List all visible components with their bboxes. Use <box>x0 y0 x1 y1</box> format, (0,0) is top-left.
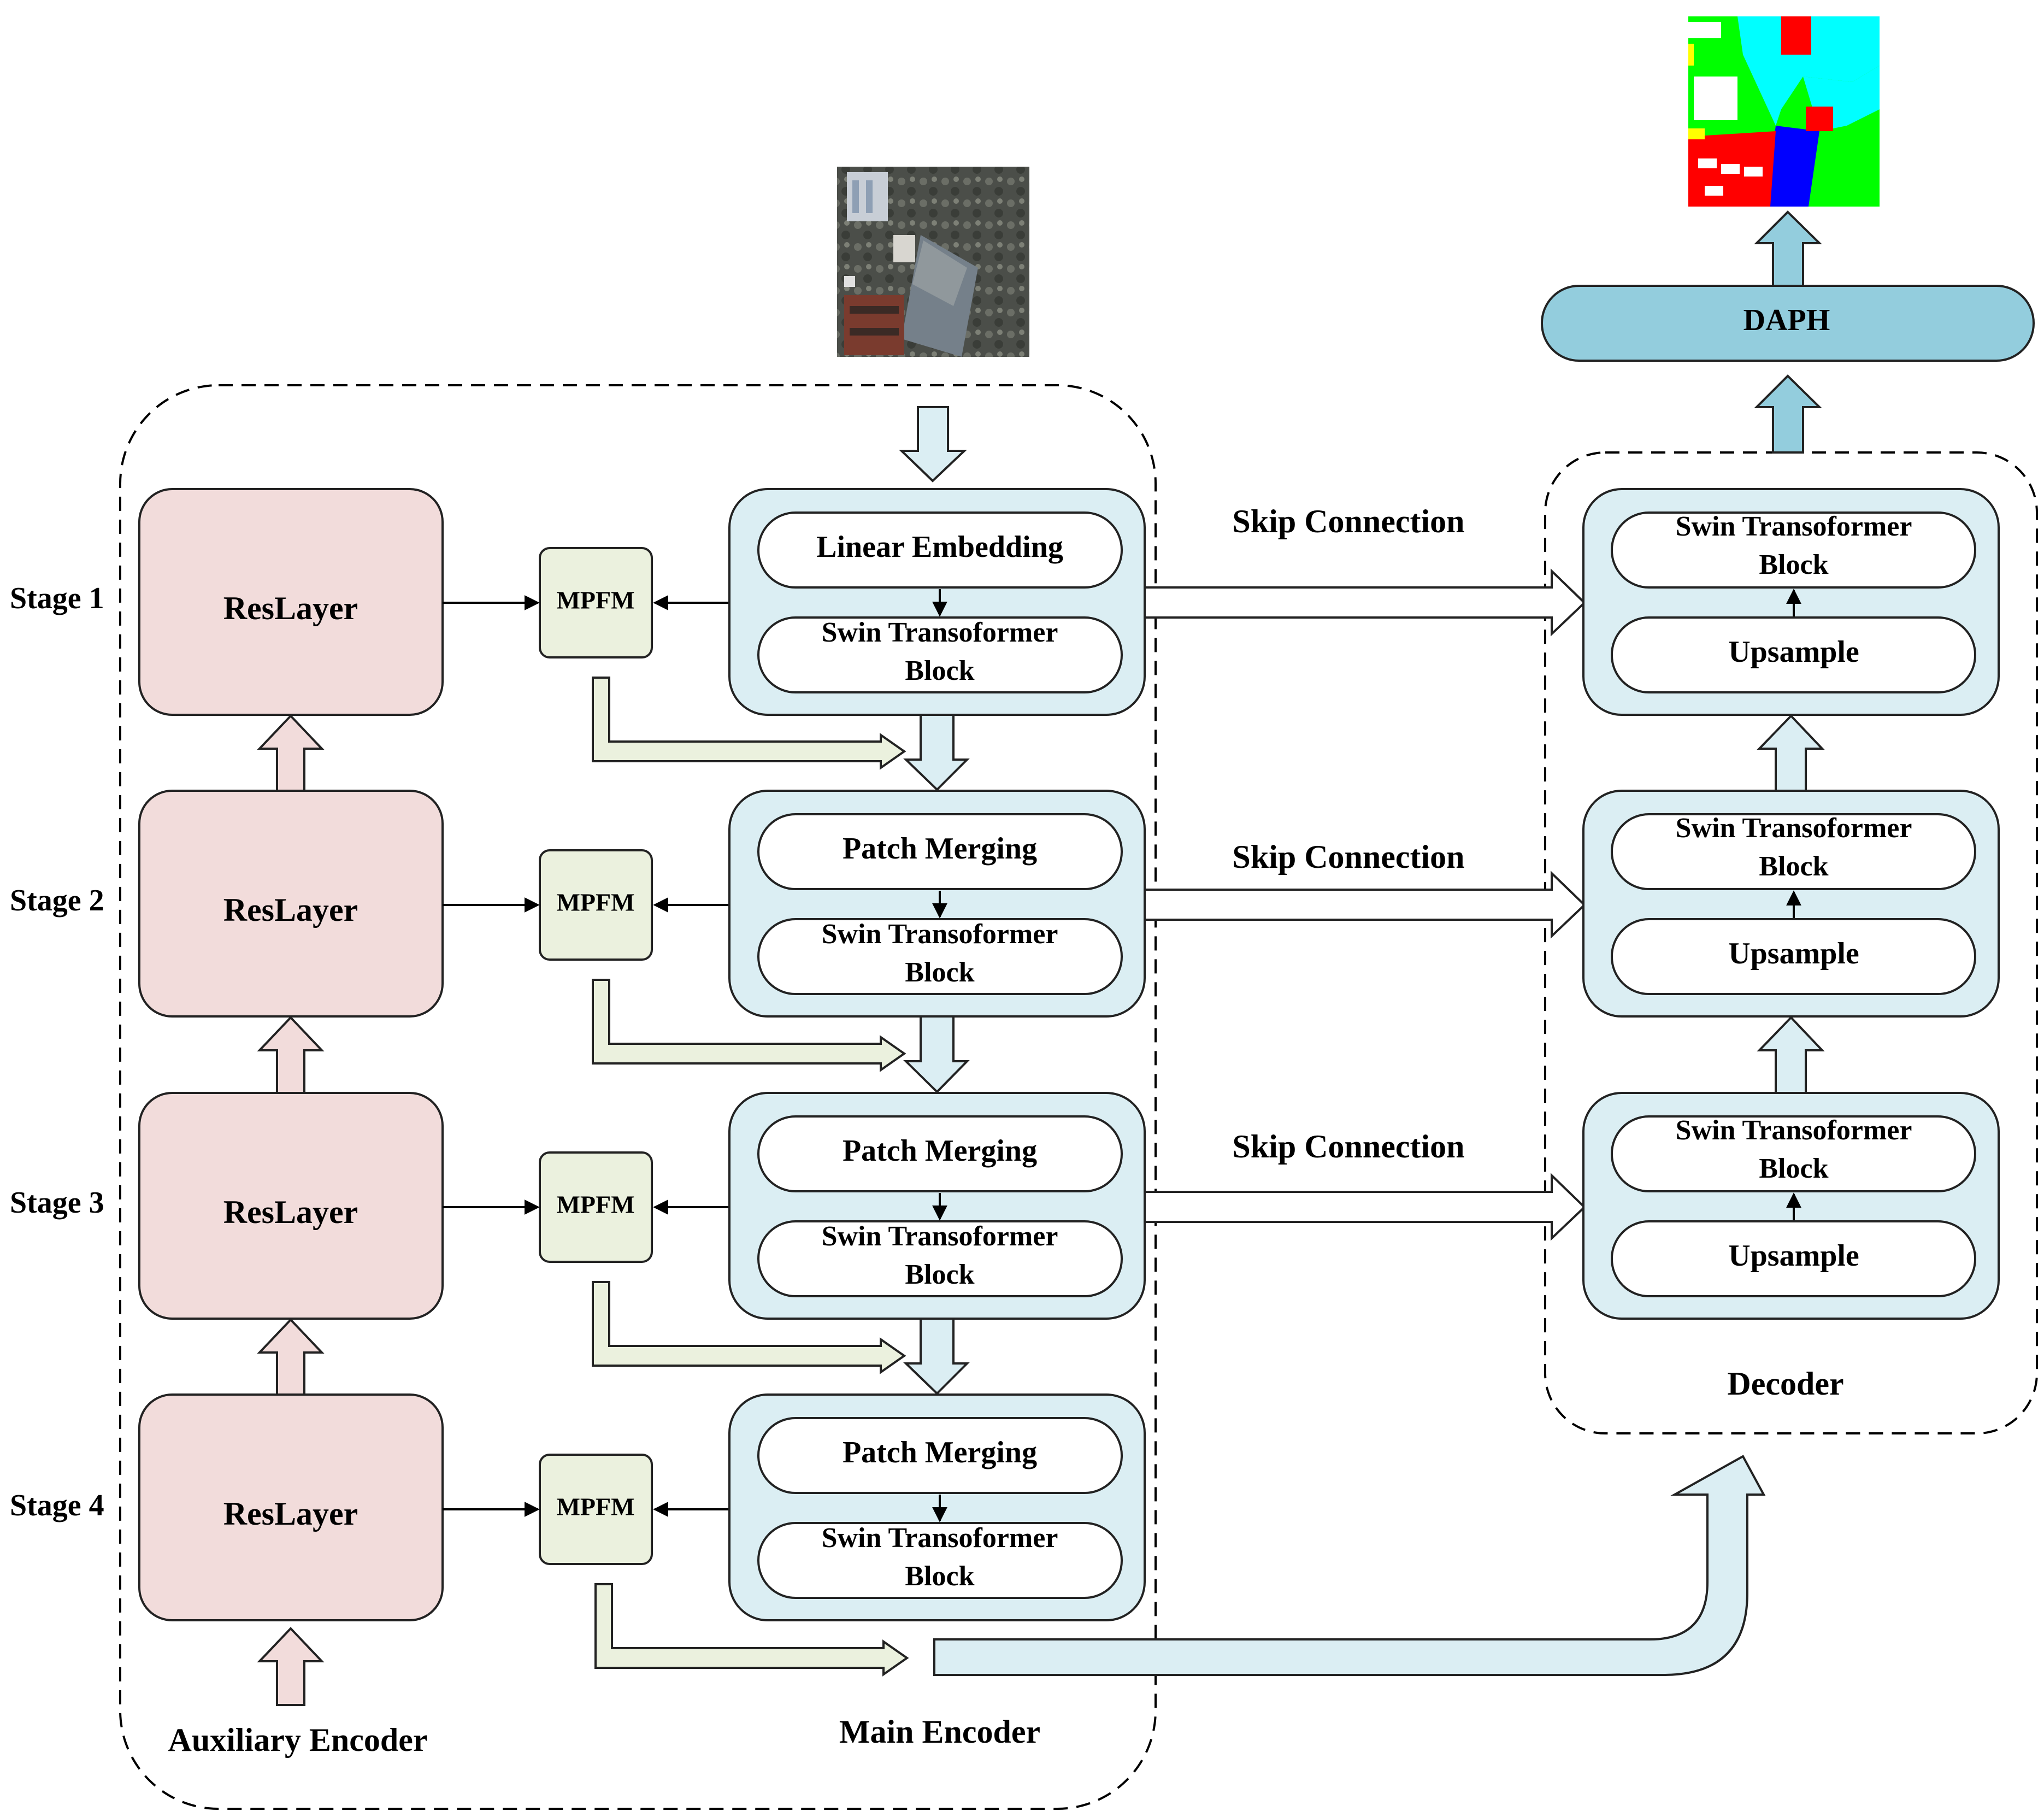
main-encoder: Linear Embedding Swin Transoformer Block… <box>728 406 1146 1750</box>
mpfm-label: MPFM <box>556 1493 634 1521</box>
encoder-down-arrow-1-2 <box>903 714 970 791</box>
main-encoder-container <box>119 384 1157 1810</box>
upsample-label: Upsample <box>1728 1239 1859 1273</box>
mpfm-arrow-3 <box>592 1281 906 1374</box>
mpfm-label: MPFM <box>556 889 634 916</box>
stage-1-label: Stage 1 <box>10 581 104 615</box>
skip-connection-arrow-3 <box>1144 1173 1586 1241</box>
mpfm-block-3: MPFM <box>539 1151 653 1263</box>
decoder-to-daph-arrow <box>1754 374 1822 454</box>
swin-block-label-line2: Block <box>905 957 974 988</box>
skip-connection-label-1: Skip Connection <box>1232 503 1464 539</box>
bottleneck-arrow <box>933 1455 1766 1676</box>
reslayer-label: ResLayer <box>223 590 358 626</box>
swin-encoder-block-2: Patch Merging Swin Transoformer Block <box>728 790 1146 1018</box>
stage-labels: Stage 1 Stage 2 Stage 3 Stage 4 <box>10 581 104 1522</box>
aux-up-arrow-3-to-2 <box>257 1016 325 1094</box>
swin-block-label-line1: Swin Transoformer <box>822 919 1058 950</box>
swin-decoder-block-3: Swin Transoformer Block Upsample <box>1582 1092 2000 1320</box>
mpfm-arrow-2 <box>592 979 906 1072</box>
swin-block-label-line2: Block <box>1759 1153 1828 1184</box>
mpfm-label: MPFM <box>556 586 634 614</box>
swin-encoder-block-1: Linear Embedding Swin Transoformer Block <box>728 488 1146 716</box>
daph-label: DAPH <box>1743 303 1830 337</box>
swin-block-label-line2: Block <box>905 1561 974 1592</box>
mpfm-block-4: MPFM <box>539 1454 653 1565</box>
skip-connections: Skip Connection Skip Connection Skip Con… <box>1144 503 1586 1241</box>
swin-decoder-block-1: Swin Transoformer Block Upsample <box>1582 488 2000 716</box>
swin-block-label-line2: Block <box>1759 549 1828 580</box>
reslayer-label: ResLayer <box>223 1496 358 1532</box>
skip-connection-label-3: Skip Connection <box>1232 1128 1464 1165</box>
skip-connection-arrow-2 <box>1144 871 1586 939</box>
swin-block-label-line1: Swin Transoformer <box>822 617 1058 648</box>
mpfm-arrow-4 <box>594 1583 909 1677</box>
patch-merging-label: Patch Merging <box>843 1436 1037 1469</box>
segmentation-output-image <box>1688 16 1880 207</box>
daph-head: DAPH <box>1541 210 2035 454</box>
swin-block-label-line2: Block <box>905 655 974 686</box>
swin-block-label-line1: Swin Transoformer <box>822 1522 1058 1554</box>
reslayer-label: ResLayer <box>223 1194 358 1230</box>
swin-block-label-line1: Swin Transoformer <box>822 1221 1058 1252</box>
main-encoder-title: Main Encoder <box>839 1714 1040 1750</box>
upsample-label: Upsample <box>1728 635 1859 669</box>
patch-merging-label: Patch Merging <box>843 1134 1037 1168</box>
daph-to-output-arrow <box>1754 210 1822 287</box>
reslayer-block-4: ResLayer <box>138 1393 444 1621</box>
reslayer-label: ResLayer <box>223 892 358 928</box>
swin-block-label-line1: Swin Transoformer <box>1676 1115 1912 1146</box>
reslayer-block-3: ResLayer <box>138 1092 444 1320</box>
linear-embedding-label: Linear Embedding <box>816 530 1063 564</box>
skip-connection-label-2: Skip Connection <box>1232 839 1464 875</box>
mpfm-modules: MPFM MPFM MPFM MPFM <box>539 547 653 1565</box>
mpfm-arrow-1 <box>592 677 906 770</box>
decoder: Swin Transoformer Block Upsample Swin Tr… <box>1582 488 2000 1402</box>
swin-encoder-block-4: Patch Merging Swin Transoformer Block <box>728 1393 1146 1621</box>
mpfm-label: MPFM <box>556 1191 634 1219</box>
swin-block-label-line2: Block <box>905 1259 974 1290</box>
aux-up-arrow-input <box>257 1627 325 1706</box>
thin-connector-arrows <box>443 595 729 1517</box>
decoder-up-arrow-2-1 <box>1757 714 1825 792</box>
swin-block-label-line1: Swin Transoformer <box>1676 511 1912 542</box>
decoder-title: Decoder <box>1727 1366 1843 1402</box>
input-down-arrow <box>899 406 968 483</box>
swin-block-label-line1: Swin Transoformer <box>1676 813 1912 844</box>
reslayer-block-1: ResLayer <box>138 488 444 716</box>
upsample-label: Upsample <box>1728 937 1859 971</box>
aux-up-arrow-4-to-3 <box>257 1318 325 1396</box>
mpfm-block-1: MPFM <box>539 547 653 658</box>
reslayer-block-2: ResLayer <box>138 790 444 1018</box>
auxiliary-encoder-title: Auxiliary Encoder <box>168 1722 428 1758</box>
stage-2-label: Stage 2 <box>10 884 104 918</box>
encoder-down-arrow-2-3 <box>903 1015 970 1093</box>
encoder-down-arrow-3-4 <box>903 1318 970 1395</box>
skip-connection-arrow-1 <box>1144 568 1586 637</box>
mpfm-output-arrows <box>592 677 909 1677</box>
patch-merging-label: Patch Merging <box>843 832 1037 866</box>
stage-4-label: Stage 4 <box>10 1489 104 1522</box>
swin-decoder-block-2: Swin Transoformer Block Upsample <box>1582 790 2000 1018</box>
stage-3-label: Stage 3 <box>10 1186 104 1220</box>
decoder-up-arrow-3-2 <box>1757 1016 1825 1094</box>
swin-block-label-line2: Block <box>1759 851 1828 882</box>
auxiliary-encoder: ResLayer ResLayer ResLayer ResLayer Auxi… <box>138 488 444 1758</box>
input-aerial-image <box>837 167 1029 357</box>
aux-up-arrow-2-to-1 <box>257 714 325 792</box>
mpfm-block-2: MPFM <box>539 849 653 961</box>
swin-encoder-block-3: Patch Merging Swin Transoformer Block <box>728 1092 1146 1320</box>
